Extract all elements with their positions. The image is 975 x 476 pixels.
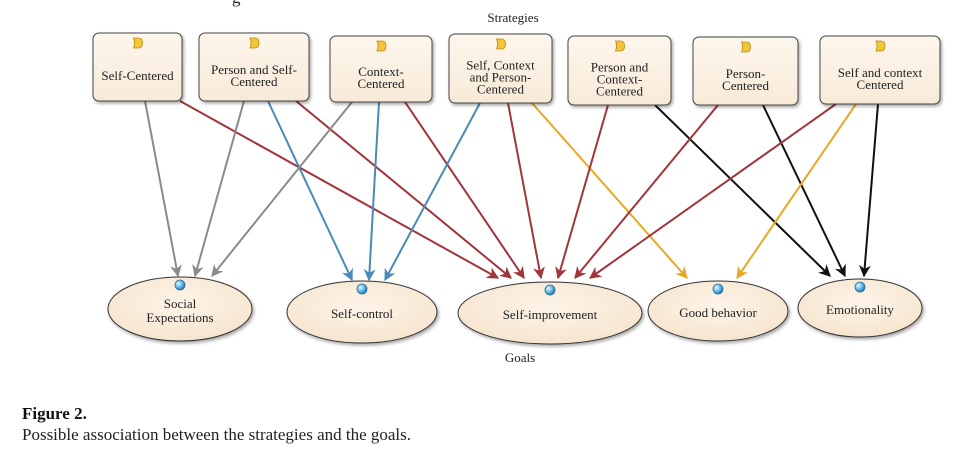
goal-connector-dot-icon [174,279,186,291]
note-icon [740,41,751,53]
goal-ellipse [457,281,643,345]
strategy-box [198,32,310,102]
edge-s4-to-g3 [507,102,545,280]
note-icon [875,40,886,52]
strategy-label: Context- [358,64,404,79]
goal-ellipse [647,280,789,342]
goals-label: Goals [505,350,535,365]
goal-node: Self-control [286,280,438,344]
goal-label: Social [164,296,197,311]
edge-s4-to-g2 [384,102,481,282]
strategy-label: Centered [358,76,405,91]
note-icon [376,40,387,52]
strategy-node: Context-Centered [329,35,433,103]
edge-s1-to-g1 [144,100,182,278]
edge-s7-to-g4 [736,103,857,279]
strategy-box [329,35,433,103]
edges-layer [144,100,879,282]
strategy-label: Person and Self- [211,62,297,77]
goal-ellipse [286,280,438,344]
strategy-box [92,32,183,102]
note-icon [249,37,260,49]
edge-s7-to-g3 [589,103,837,279]
strategy-box [819,35,941,105]
strategy-label: Context- [597,72,643,87]
figure-caption-title: Figure 2. [22,404,87,423]
strategy-label: Self-Centered [101,68,174,83]
strategy-label: Centered [857,77,904,92]
goal-label: Expectations [146,310,213,325]
edge-s3-to-g1 [211,101,353,277]
goal-node: Self-improvement [457,281,643,345]
strategies-label: Strategies [487,10,538,25]
strategy-box [567,35,672,106]
strategy-label: Centered [722,78,769,93]
edge-s6-to-g5 [762,104,846,278]
strategy-label: Person- [726,66,766,81]
goal-node: Emotionality [797,278,923,338]
note-icon [132,37,143,49]
edge-s6-to-g3 [574,104,719,279]
goal-node: Good behavior [647,280,789,342]
strategy-label: and Person- [470,70,532,85]
strategy-label: Person and [591,60,649,75]
edge-s5-to-g5 [654,104,831,277]
goal-connector-dot-icon [356,283,368,295]
strategy-label: Self, Context [466,58,535,73]
goal-ellipse [107,276,253,342]
strategy-box [448,33,553,104]
goal-ellipse [797,278,923,338]
strategy-label: Self and context [838,65,923,80]
edge-s5-to-g3 [555,104,609,280]
note-icon [495,38,506,50]
goal-connector-dot-icon [854,281,866,293]
edge-s3-to-g2 [363,101,380,282]
strategy-box [692,36,799,106]
edge-s2-to-g2 [267,100,353,282]
goal-label: Self-improvement [503,307,598,322]
goal-label: Self-control [331,306,393,321]
figure-caption-text: Possible association between the strateg… [22,425,412,444]
strategy-label: Centered [596,84,643,99]
edge-s2-to-g1 [192,100,245,278]
header-fragment: g [232,0,241,8]
goal-connector-dot-icon [544,284,556,296]
edge-s7-to-g5 [858,103,879,278]
edge-s3-to-g3 [404,101,525,279]
goal-connector-dot-icon [712,283,724,295]
strategy-label: Centered [477,82,524,97]
edge-s1-to-g3 [179,100,500,279]
strategy-node: Person-Centered [692,36,799,106]
strategy-label: Centered [231,74,278,89]
goal-label: Good behavior [679,305,757,320]
note-icon [614,40,625,52]
edge-s2-to-g3 [295,100,512,279]
edge-s4-to-g4 [531,102,688,279]
strategy-node: Person and Self-Centered [198,32,310,102]
strategy-node: Self-Centered [92,32,183,102]
goal-label: Emotionality [826,302,894,317]
